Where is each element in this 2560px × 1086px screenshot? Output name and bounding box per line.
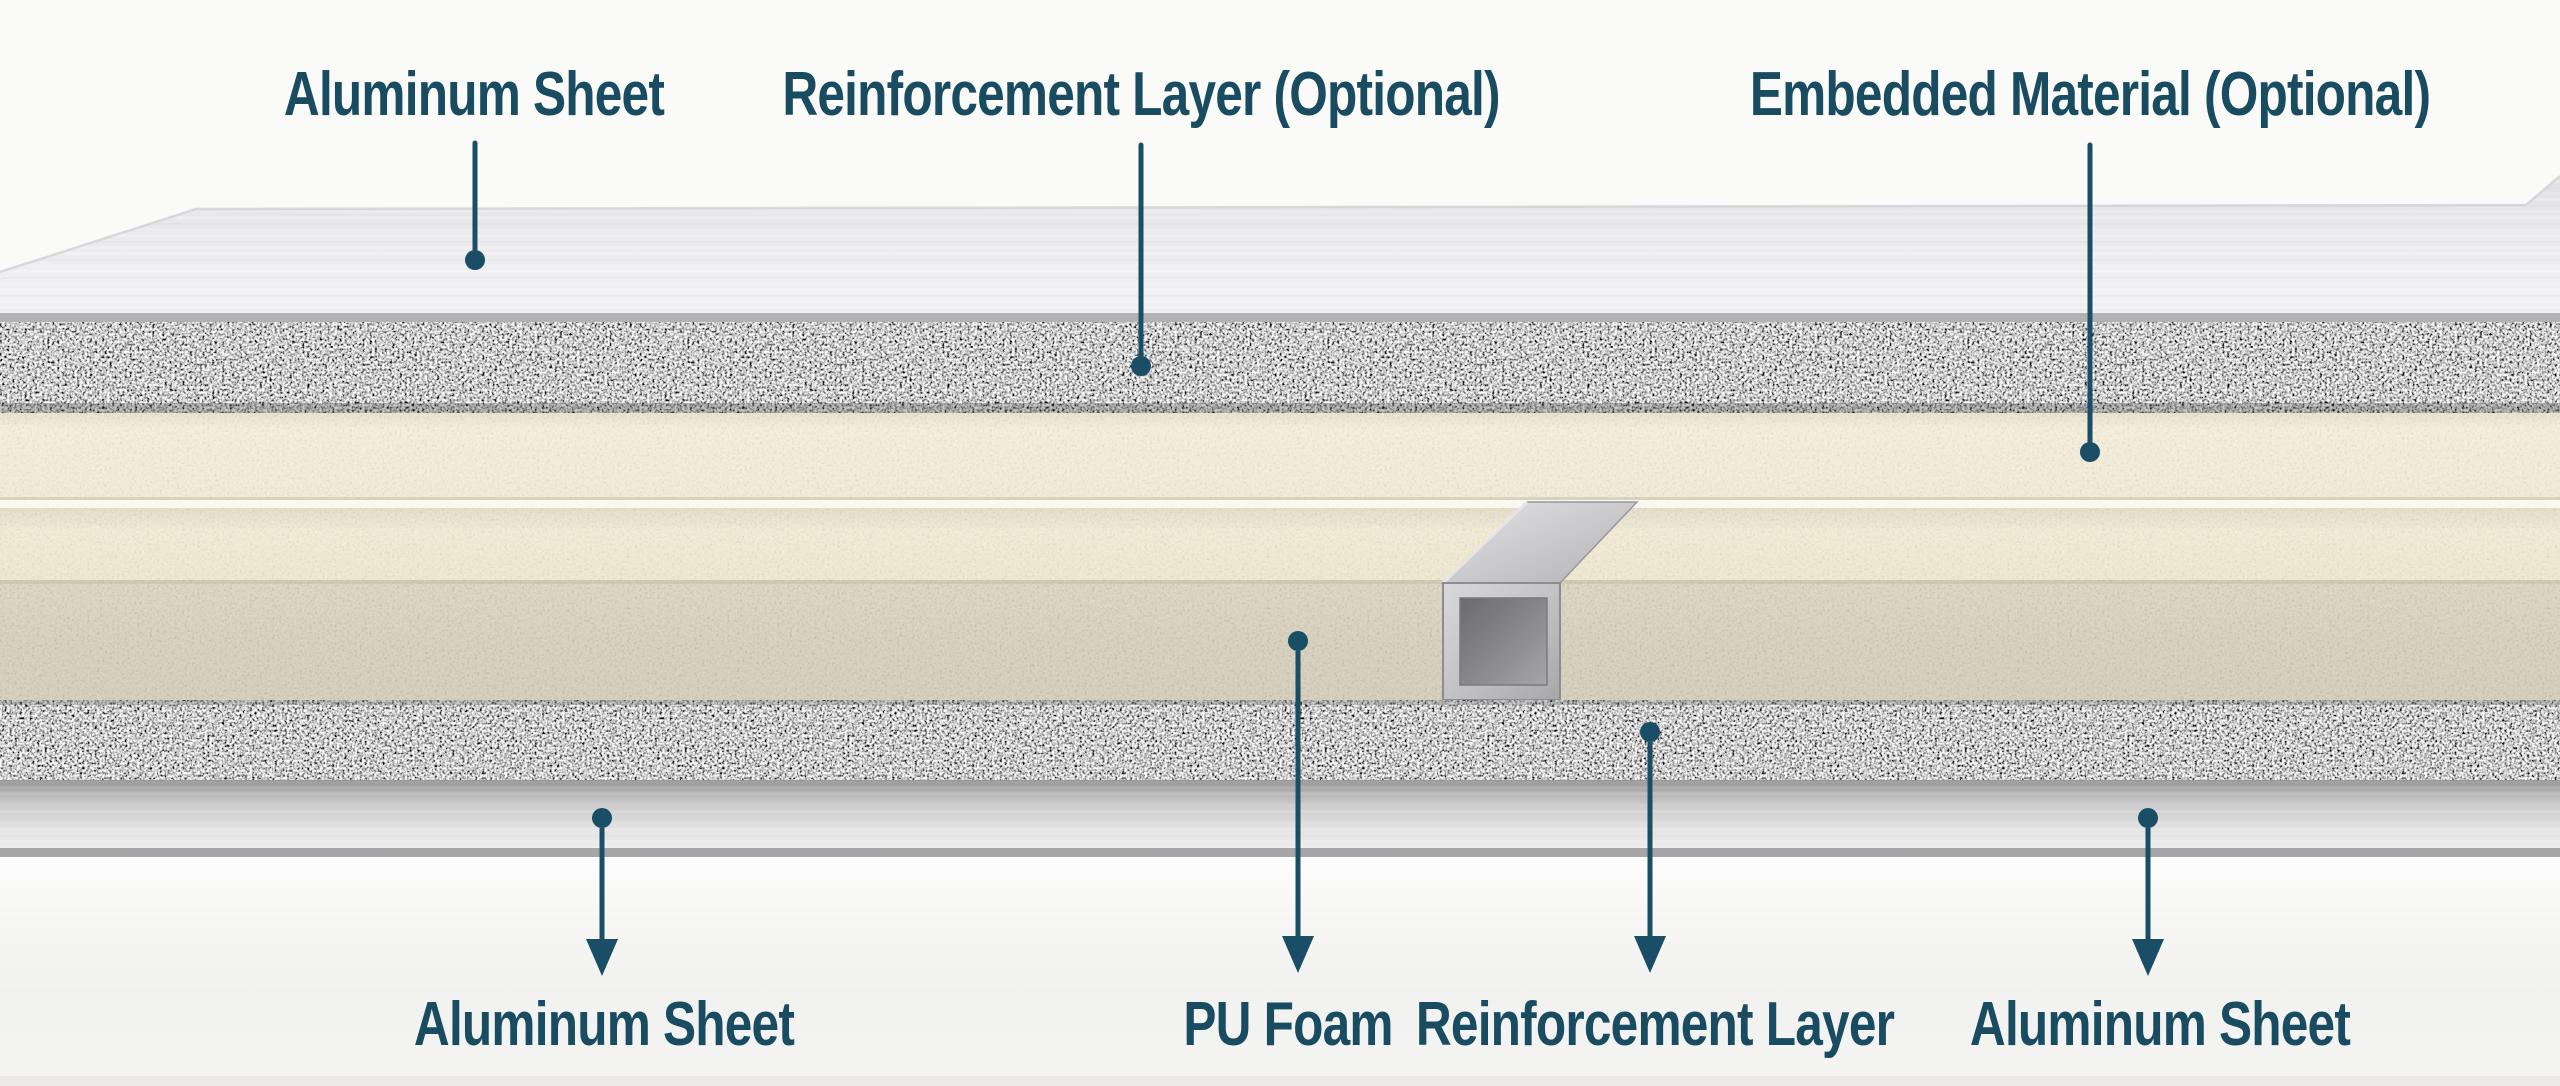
label-top-aluminum-sheet: Aluminum Sheet <box>283 60 665 129</box>
leader-bottom-aluminum-right <box>2132 808 2164 976</box>
leader-bottom-aluminum-left <box>586 808 618 976</box>
layer-top-aluminum-sheet-brushing <box>0 176 2560 318</box>
top-reinforcement-bottom-shadow <box>0 403 2560 413</box>
label-top-embedded-material: Embedded Material (Optional) <box>1749 60 2431 129</box>
label-top-reinforcement-layer: Reinforcement Layer (Optional) <box>782 60 1500 129</box>
leader-lines <box>465 140 2164 976</box>
foam-divider-shadow-line <box>0 497 2560 501</box>
top-face-back-edge <box>0 175 2560 274</box>
leader-dot <box>2138 808 2158 828</box>
leader-top-embedded <box>2080 142 2100 462</box>
foam-cream-upper-texture <box>0 413 2560 500</box>
arrowhead-down-icon <box>1282 936 1314 973</box>
leader-dot <box>1131 356 1151 376</box>
top-sheet-front-edge <box>0 313 2560 322</box>
leader-top-reinforcement <box>1131 142 1151 376</box>
leader-dot <box>1288 631 1308 651</box>
leader-dot <box>465 250 485 270</box>
bottom-aluminum-brushing <box>0 780 2560 848</box>
arrowhead-down-icon <box>1634 936 1666 973</box>
leader-dot <box>1640 722 1660 742</box>
arrowhead-down-icon <box>586 939 618 976</box>
leader-bottom-reinforcement <box>1634 722 1666 973</box>
bottom-reinforcement-top-edge <box>0 700 2560 705</box>
leader-top-aluminum <box>465 140 485 270</box>
label-bottom-aluminum-sheet-left: Aluminum Sheet <box>413 990 795 1059</box>
label-bottom-reinforcement-layer: Reinforcement Layer <box>1415 990 1895 1059</box>
embedded-tube <box>1441 500 1639 701</box>
foam-cream-lower-texture <box>0 508 2560 580</box>
bottom-edge-shadow <box>0 1076 2560 1086</box>
leader-bottom-pu-foam <box>1282 631 1314 973</box>
embedded-tube-left-highlight <box>1441 500 1529 585</box>
label-bottom-aluminum-sheet-right: Aluminum Sheet <box>1969 990 2351 1059</box>
layer-top-reinforcement-speckle <box>0 322 2560 413</box>
embedded-tube-hole <box>1459 597 1548 686</box>
arrowhead-down-icon <box>2132 939 2164 976</box>
layer-bottom-reinforcement-speckle <box>0 700 2560 780</box>
floor-surface <box>0 857 2560 1086</box>
pu-foam-core-texture <box>0 580 2560 700</box>
leader-dot <box>592 808 612 828</box>
pu-foam-top-edge <box>0 580 2560 584</box>
leader-dot <box>2080 442 2100 462</box>
label-bottom-pu-foam: PU Foam <box>1183 990 1393 1059</box>
bottom-sheet-front-edge <box>0 848 2560 857</box>
foam-divider-band <box>0 500 2560 508</box>
